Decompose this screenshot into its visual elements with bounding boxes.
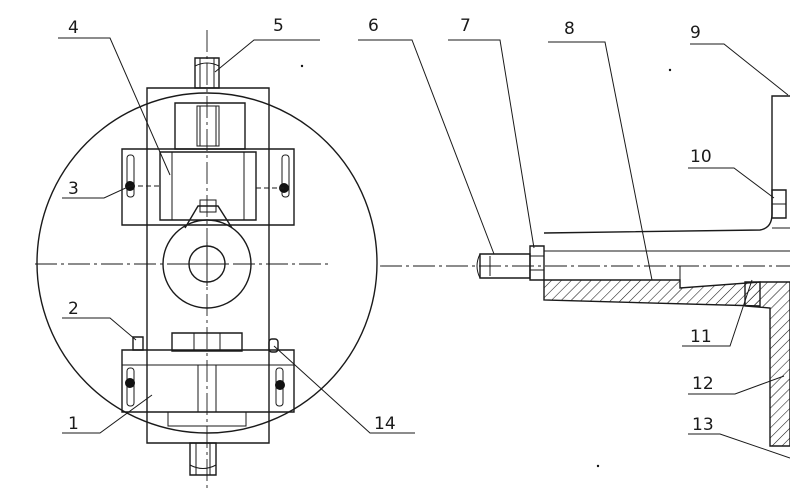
leader-5 — [215, 40, 320, 72]
workpiece-outer — [163, 220, 251, 308]
top-plate — [544, 96, 790, 233]
nut — [530, 246, 544, 280]
callout-12: 12 — [692, 374, 714, 394]
leader-3 — [62, 186, 130, 198]
leader-6 — [358, 40, 494, 254]
front-view — [35, 30, 415, 490]
callout-labels: 1 2 3 4 5 6 7 8 9 10 11 12 13 14 — [68, 16, 714, 435]
callout-11: 11 — [690, 327, 712, 347]
lower-right-screw — [275, 380, 285, 390]
upper-clamp-plate — [122, 149, 294, 225]
section-view — [300, 40, 790, 468]
leader-9 — [690, 44, 788, 95]
leader-13 — [688, 434, 790, 458]
callout-14: 14 — [374, 414, 396, 434]
lower-left-screw — [125, 378, 135, 388]
base-plate — [544, 280, 760, 306]
leader-7 — [448, 40, 534, 248]
lower-clamp-plate — [122, 350, 294, 412]
callout-13: 13 — [692, 415, 714, 435]
callout-8: 8 — [564, 19, 575, 39]
callout-1: 1 — [68, 414, 79, 434]
leader-11 — [682, 280, 752, 346]
v-block — [185, 206, 232, 228]
callout-9: 9 — [690, 23, 701, 43]
support-column — [745, 282, 790, 446]
leader-2 — [62, 318, 136, 340]
callout-3: 3 — [68, 179, 79, 199]
leader-12 — [688, 376, 784, 394]
leader-8 — [548, 42, 652, 280]
pin-2 — [133, 337, 143, 350]
callout-4: 4 — [68, 18, 79, 38]
callout-2: 2 — [68, 299, 79, 319]
top-bolt — [195, 58, 219, 88]
leader-10 — [688, 168, 774, 198]
leader-14 — [274, 346, 415, 433]
callout-10: 10 — [690, 147, 712, 167]
leader-4 — [58, 38, 170, 175]
callout-5: 5 — [273, 16, 284, 36]
upper-block — [175, 103, 245, 149]
upper-jaw — [160, 152, 256, 220]
leader-1 — [62, 395, 152, 433]
pin-14 — [269, 339, 278, 352]
callout-7: 7 — [460, 16, 471, 36]
bottom-bolt — [190, 443, 216, 475]
callout-6: 6 — [368, 16, 379, 36]
